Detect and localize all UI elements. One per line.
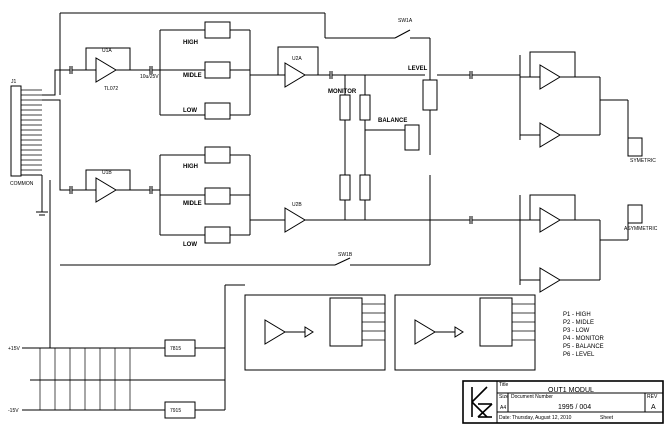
opamp-u2a-label: U2A: [292, 56, 302, 62]
opamp-u1a: [95, 57, 117, 83]
regulator-positive: [164, 339, 196, 357]
vu-meter-b: [394, 294, 536, 371]
date-field-label: Date:: [499, 415, 511, 421]
opamp-u4b-top: [539, 122, 561, 148]
opamp-type-label: TL072: [104, 86, 118, 92]
doc-number-field-label: Document Number: [511, 394, 553, 400]
supply-plus-label: +15V: [8, 346, 20, 352]
opamp-u1b: [95, 177, 117, 203]
switch-sw1b-label: SW1B: [338, 252, 353, 258]
regulator-negative-label: 7915: [170, 408, 181, 414]
regulator-negative: [164, 401, 196, 419]
opamp-out-b2: [539, 267, 561, 293]
legend-item-p2: P2 - MIDLE: [563, 320, 594, 326]
size-value: A4: [500, 405, 506, 411]
balance-label: BALANCE: [378, 118, 407, 124]
pot-legend: P1 - HIGH P2 - MIDLE P3 - LOW P4 - MONIT…: [563, 312, 605, 358]
opamp-u2b-label: U2B: [292, 202, 302, 208]
supply-minus-label: -15V: [8, 408, 19, 414]
legend-item-p6: P6 - LEVEL: [563, 352, 595, 358]
section-midle-b: MIDLE: [183, 201, 202, 207]
input-connector-j1: J1 COMMON: [10, 79, 48, 216]
sheet-field-label: Sheet: [600, 415, 614, 421]
section-high-b: HIGH: [183, 164, 198, 170]
document-number: 1995 / 004: [558, 404, 591, 411]
level-label: LEVEL: [408, 66, 428, 72]
output-symmetric-label: SYMETRIC: [630, 158, 656, 164]
revision-value: A: [651, 404, 656, 411]
output-symmetric-connector: [627, 137, 643, 157]
title-field-label: Title: [499, 382, 508, 388]
opamp-u2b: [284, 207, 306, 233]
opamp-u1a-label: U1A: [102, 48, 112, 54]
output-asymmetric-connector: [627, 204, 643, 224]
legend-item-p4: P4 - MONITOR: [563, 336, 605, 342]
section-midle-a: MIDLE: [183, 73, 202, 79]
legend-item-p1: P1 - HIGH: [563, 312, 591, 318]
section-low-a: LOW: [183, 108, 197, 114]
opamp-u2a: [284, 62, 306, 88]
output-asymmetric-label: ASYMMETRIC: [624, 226, 658, 232]
output-connectors: SYMETRIC ASYMMETRIC: [624, 137, 658, 232]
common-label: COMMON: [10, 181, 34, 187]
cap-label: 10u/25V: [140, 74, 159, 80]
legend-item-p3: P3 - LOW: [563, 328, 590, 334]
legend-item-p5: P5 - BALANCE: [563, 344, 604, 350]
rev-field-label: REV: [647, 394, 658, 400]
title-block: Title OUT1 MODUL Size A4 Document Number…: [462, 380, 664, 424]
channel-a: U1A TL072 10u/25V HIGH MIDLE LOW U2A MON…: [42, 12, 629, 155]
channel-b: U1B HIGH MIDLE LOW U2B SW1B: [42, 75, 629, 293]
opamp-u4a-top: [539, 64, 561, 90]
regulator-positive-label: 7815: [170, 346, 181, 352]
connector-label: J1: [11, 79, 17, 85]
monitor-label: MONITOR: [328, 89, 357, 95]
opamp-out-b1: [539, 207, 561, 233]
section-high-a: HIGH: [183, 40, 198, 46]
size-field-label: Size: [499, 394, 509, 400]
vu-meter-a: [244, 294, 386, 371]
kz-logo: [471, 386, 493, 418]
power-supply: +15V -15V 7815 7915: [8, 180, 245, 419]
switch-sw1a-label: SW1A: [398, 18, 413, 24]
document-title: OUT1 MODUL: [548, 387, 594, 394]
date-value: Thursday, August 12, 2010: [512, 415, 572, 421]
section-low-b: LOW: [183, 242, 197, 248]
opamp-u1b-label: U1B: [102, 170, 112, 176]
